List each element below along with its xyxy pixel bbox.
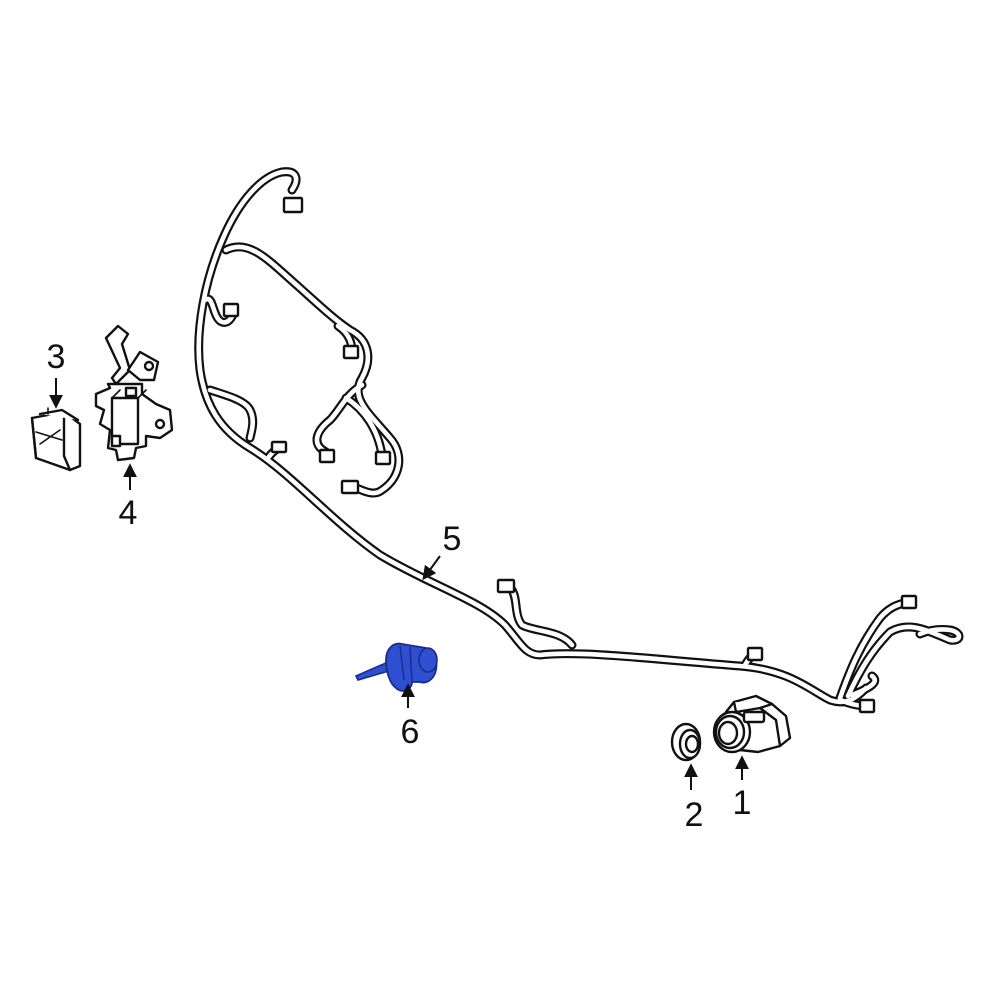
wiring-harness[interactable]	[194, 167, 964, 714]
module-bracket[interactable]	[94, 324, 174, 462]
callout-3: 3	[47, 338, 66, 376]
callout-5: 5	[443, 520, 462, 558]
callout-leaders	[49, 378, 749, 790]
harness-connectors	[222, 196, 918, 714]
control-module[interactable]	[30, 407, 82, 472]
callout-1: 1	[733, 784, 752, 822]
callout-6: 6	[401, 713, 420, 751]
callout-numbers: 1 2 3 4 5 6	[47, 338, 752, 834]
sensor-grommet[interactable]	[670, 722, 702, 762]
callout-4: 4	[119, 494, 138, 532]
park-assist-sensor[interactable]	[712, 694, 792, 754]
highlighted-sensor-part[interactable]	[354, 642, 438, 692]
callout-2: 2	[685, 796, 704, 834]
